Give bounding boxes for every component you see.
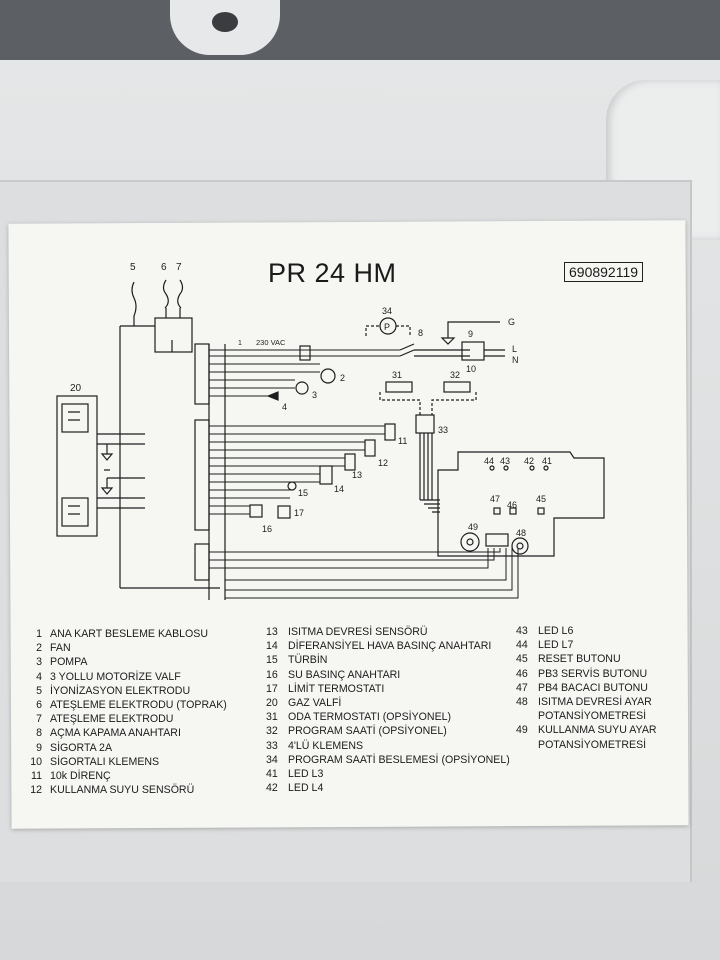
terminal-g: G: [508, 317, 515, 327]
callout-31: 31: [392, 370, 402, 380]
pcb-connectors: [194, 343, 226, 600]
callout-32: 32: [450, 370, 460, 380]
callout-47: 47: [490, 494, 500, 504]
callout-11: 11: [398, 436, 407, 446]
svg-text:P: P: [384, 322, 390, 332]
callout-17: 17: [294, 508, 304, 518]
callout-3: 3: [312, 390, 317, 400]
callout-33: 33: [438, 425, 448, 435]
callout-46: 46: [507, 500, 517, 510]
callout-15: 15: [298, 488, 308, 498]
callout-16: 16: [262, 524, 272, 534]
callout-14: 14: [334, 484, 344, 494]
callout-48: 48: [516, 528, 526, 538]
background-top: [0, 0, 720, 62]
callout-4: 4: [282, 402, 287, 412]
diagram-title: PR 24 HM: [268, 258, 397, 288]
callout-49: 49: [468, 522, 478, 532]
callout-44: 44: [484, 456, 494, 466]
legend-item-continuation: POTANSİYOMETRESİ: [538, 738, 647, 751]
callout-10: 10: [466, 364, 476, 374]
gas-valve: [56, 395, 145, 537]
screw-hole: [212, 12, 238, 32]
legend-item-continuation: POTANSİYOMETRESİ: [538, 710, 647, 723]
control-board: [437, 451, 605, 557]
callout-12: 12: [378, 458, 388, 468]
electrodes: [120, 279, 193, 353]
terminal-l: L: [512, 344, 517, 354]
callout-9: 9: [468, 329, 473, 339]
callout-20: 20: [70, 383, 82, 394]
callout-43: 43: [500, 456, 510, 466]
part-number: 690892119: [564, 262, 644, 282]
terminal-n: N: [512, 355, 519, 365]
callout-6: 6: [161, 262, 167, 273]
callout-13: 13: [352, 470, 362, 480]
wire-1-label: 1: [238, 340, 242, 347]
callout-41: 41: [542, 456, 552, 466]
callout-5: 5: [130, 262, 136, 273]
voltage-label: 230 VAC: [256, 338, 286, 347]
callout-34: 34: [382, 306, 392, 316]
callout-2: 2: [340, 373, 345, 383]
callout-8: 8: [418, 328, 423, 338]
callout-45: 45: [536, 494, 546, 504]
callout-42: 42: [524, 456, 534, 466]
callout-7: 7: [176, 262, 182, 273]
